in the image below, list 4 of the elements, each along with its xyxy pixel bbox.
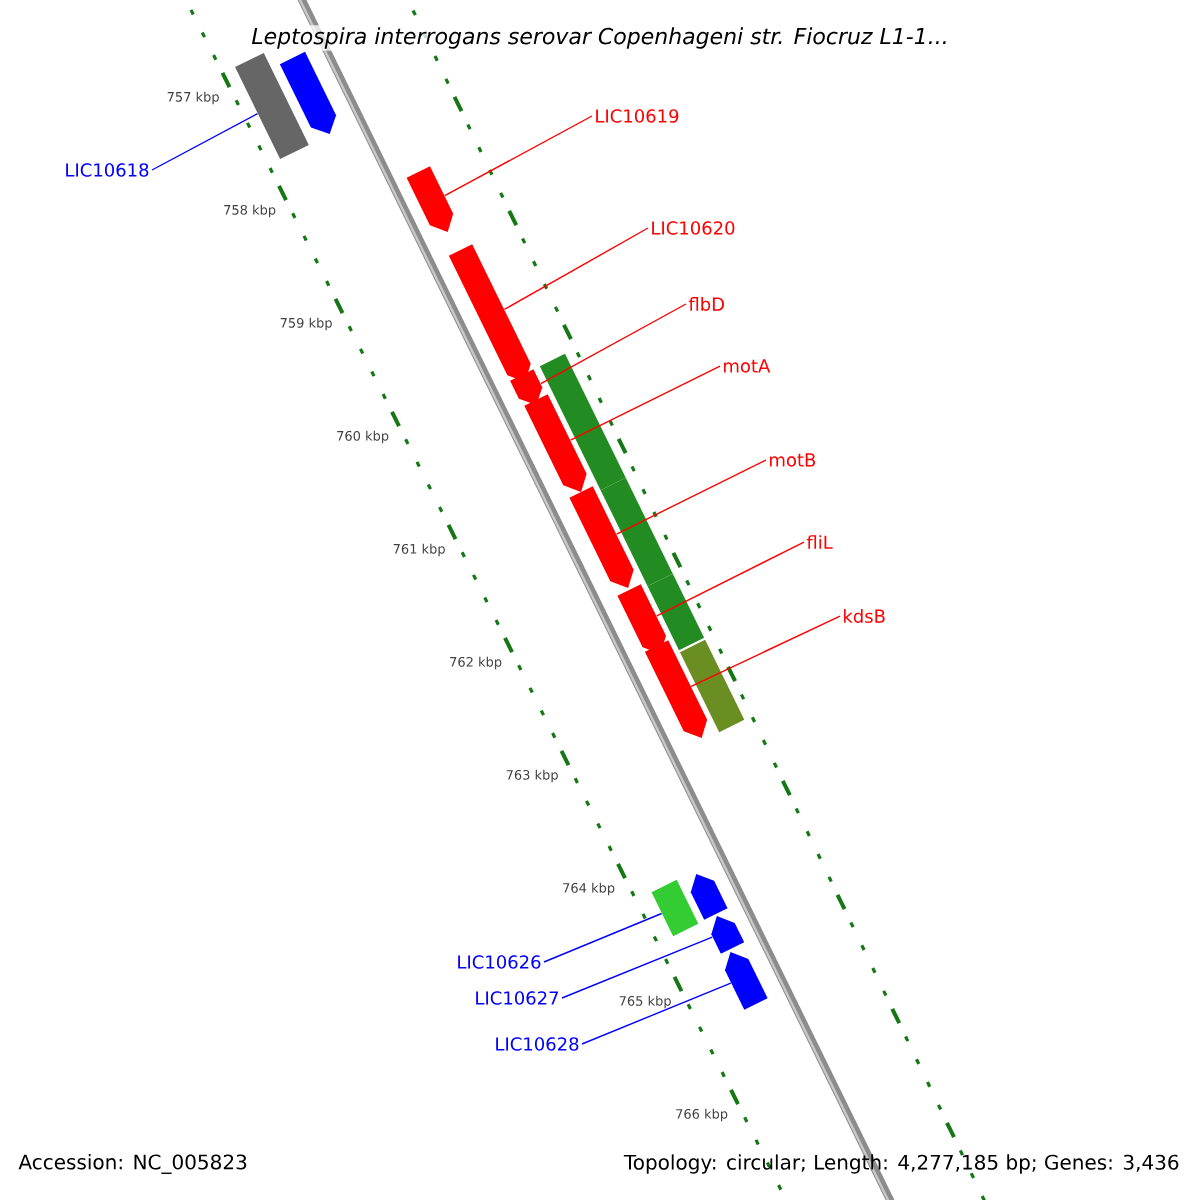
gene-block: [235, 52, 309, 160]
leader-line: [151, 113, 259, 171]
accession-text: Accession: NC_005823: [18, 1154, 247, 1174]
gene-label: LIC10618: [66, 163, 149, 177]
